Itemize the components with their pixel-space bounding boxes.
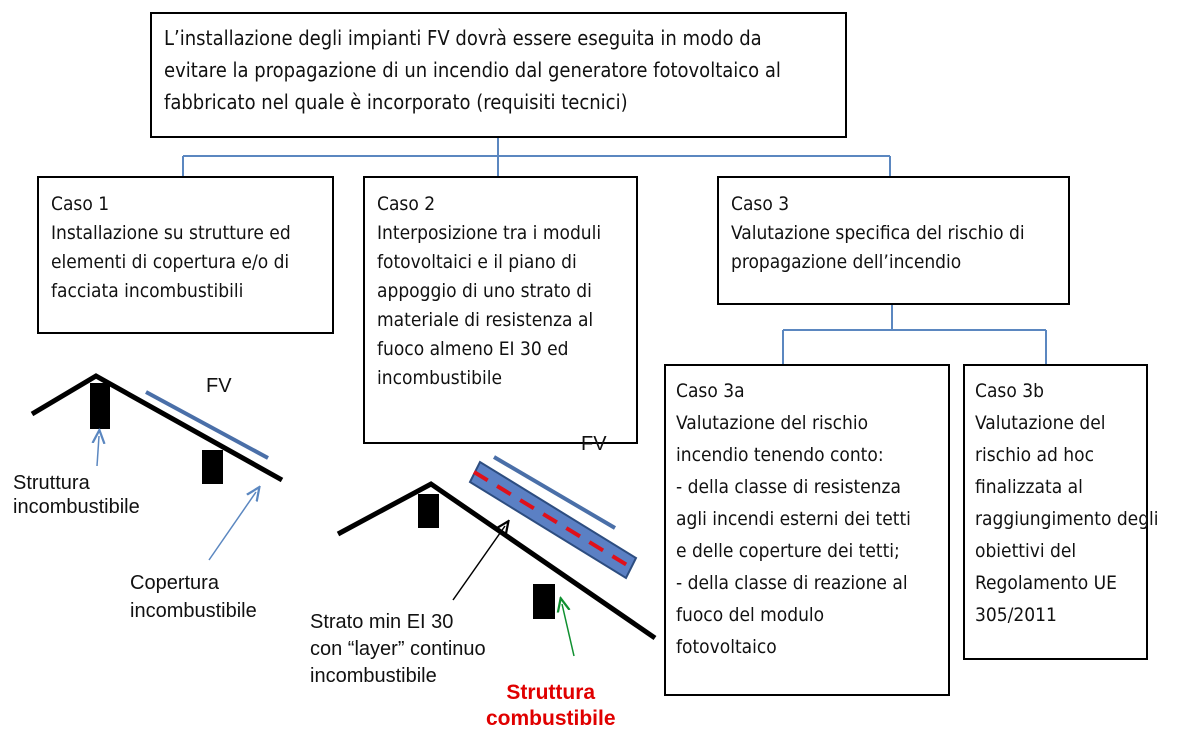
roof1-support-beam-1 xyxy=(90,383,110,429)
roof1-fv-label: FV xyxy=(206,375,232,397)
roof1-support-beam-2 xyxy=(202,450,223,484)
roof2-struttura-line-1: Struttura xyxy=(506,681,596,704)
roof2-roof-line xyxy=(336,481,657,641)
roof2-struttura-line-2: combustibile xyxy=(486,707,616,730)
roof2-strato-line-1: Strato min EI 30 xyxy=(310,611,454,633)
case3a-line-3: - della classe di resistenza xyxy=(676,476,901,498)
roof1-struttura-line-2: incombustibile xyxy=(13,496,140,518)
case3a-line-1: Valutazione del rischio xyxy=(676,412,869,434)
roof2-strato-line-2: con “layer” continuo xyxy=(310,638,486,660)
case3a-line-7: fuoco del modulo xyxy=(676,604,825,626)
case3-box: Caso 3 Valutazione specifica del rischio… xyxy=(717,176,1070,305)
case2-line-5: fuoco almeno EI 30 ed xyxy=(377,338,569,360)
top-requirement-line-2: evitare la propagazione di un incendio d… xyxy=(164,58,781,82)
case3b-box: Caso 3b Valutazione del rischio ad hoc f… xyxy=(963,364,1159,660)
roof1-copertura-label: Copertura incombustibile xyxy=(130,569,257,625)
roof1-arrow-copertura xyxy=(208,492,256,561)
case3b-line-7: 305/2011 xyxy=(975,604,1057,626)
roof1-arrow-struttura xyxy=(97,436,99,467)
roof2-fv-panel xyxy=(492,455,617,530)
case3a-title: Caso 3a xyxy=(676,380,745,402)
case2-line-1: Interposizione tra i moduli xyxy=(377,222,602,244)
roof2-fv-label: FV xyxy=(581,433,607,455)
case3b-line-4: raggiungimento degli xyxy=(975,508,1159,530)
case3a-line-6: - della classe di reazione al xyxy=(676,572,908,594)
case3b-line-3: finalizzata al xyxy=(975,476,1083,498)
roof2-support-beam-1 xyxy=(418,494,439,528)
roof2-arrow-strato xyxy=(452,526,505,601)
case2-line-6: incombustibile xyxy=(377,367,503,389)
case3b-line-5: obiettivi del xyxy=(975,540,1077,562)
case3a-line-4: agli incendi esterni dei tetti xyxy=(676,508,911,530)
case3b-title: Caso 3b xyxy=(975,380,1044,402)
top-requirement-line-1: L’installazione degli impianti FV dovrà … xyxy=(164,26,762,50)
case3a-box: Caso 3a Valutazione del rischio incendio… xyxy=(664,364,950,696)
roof1-roof-line xyxy=(30,373,284,483)
roof2-strato-line-3: incombustibile xyxy=(310,665,437,687)
case2-title: Caso 2 xyxy=(377,193,436,215)
case3b-line-6: Regolamento UE xyxy=(975,572,1117,594)
roof1-copertura-line-1: Copertura xyxy=(130,572,219,594)
case1-line-3: facciata incombustibili xyxy=(51,280,244,302)
case3a-line-8: fotovoltaico xyxy=(676,636,777,658)
case2-line-2: fotovoltaici e il piano di xyxy=(377,251,577,273)
case3-line-1: Valutazione specifica del rischio di xyxy=(731,222,1025,244)
case3a-line-5: e delle coperture dei tetti; xyxy=(676,540,900,562)
case3-line-2: propagazione dell’incendio xyxy=(731,251,962,273)
roof1-copertura-line-2: incombustibile xyxy=(130,600,257,622)
case2-line-4: materiale di resistenza al xyxy=(377,309,594,331)
top-requirement-line-3: fabbricato nel quale è incorporato (requ… xyxy=(164,90,628,114)
case1-line-1: Installazione su strutture ed xyxy=(51,222,291,244)
case3b-line-1: Valutazione del xyxy=(975,412,1106,434)
roof1-struttura-line-1: Struttura xyxy=(13,472,90,494)
roof2-struttura-label: Struttura combustibile xyxy=(486,680,616,732)
case1-box: Caso 1 Installazione su strutture ed ele… xyxy=(37,176,334,334)
case1-title: Caso 1 xyxy=(51,193,110,215)
roof1-fv-panel xyxy=(145,390,269,460)
case3-title: Caso 3 xyxy=(731,193,790,215)
case1-line-2: elementi di copertura e/o di xyxy=(51,251,290,273)
case2-box: Caso 2 Interposizione tra i moduli fotov… xyxy=(363,176,638,444)
case2-line-3: appoggio di uno strato di xyxy=(377,280,592,302)
roof2-strato-label: Strato min EI 30 con “layer” continuo in… xyxy=(310,609,486,690)
case3a-line-2: incendio tenendo conto: xyxy=(676,444,884,466)
roof2-support-beam-2 xyxy=(533,584,555,619)
case3b-line-2: rischio ad hoc xyxy=(975,444,1094,466)
top-requirement-box: L’installazione degli impianti FV dovrà … xyxy=(150,12,847,138)
roof2-arrow-struttura xyxy=(562,604,575,657)
roof1-struttura-label: Struttura incombustibile xyxy=(13,471,140,519)
roof2-layer-dashes xyxy=(472,470,634,570)
